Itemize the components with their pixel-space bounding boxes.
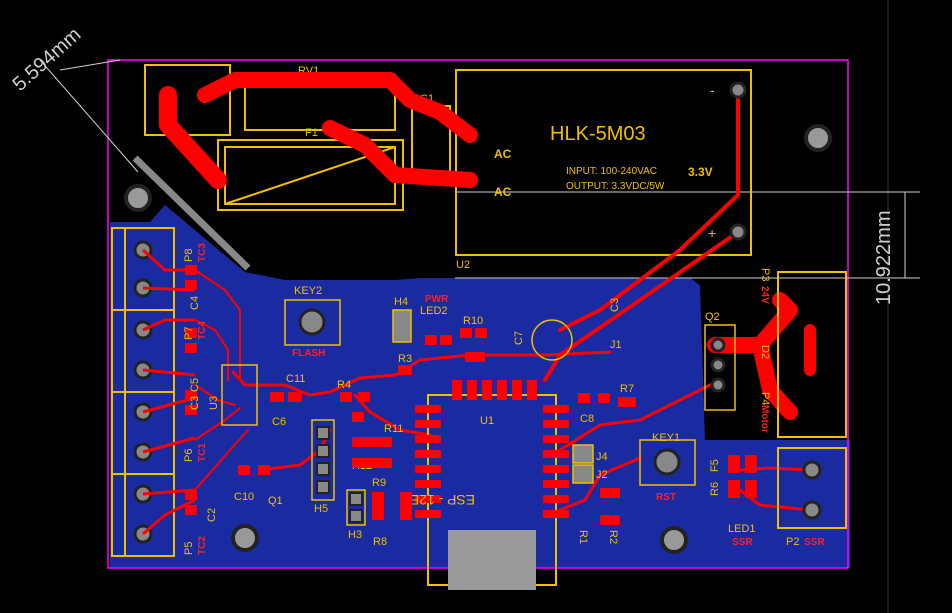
ref-f1: F1 (305, 127, 318, 139)
ref-p3: P3 (759, 268, 771, 281)
ref-c6: C6 (272, 416, 286, 428)
ref-tc1: TC1 (197, 443, 208, 462)
header-pins (316, 426, 363, 523)
ref-c7: C7 (513, 331, 525, 345)
module-name: HLK-5M03 (550, 123, 646, 145)
ref-h3: H3 (348, 529, 362, 541)
ref-key1: KEY1 (652, 432, 680, 444)
ref-r2: R2 (607, 530, 619, 544)
module-output: OUTPUT: 3.3VDC/5W (566, 181, 665, 192)
h3-outline (346, 489, 366, 526)
ref-p4: P4 (759, 392, 771, 405)
ref-ssr: SSR (732, 537, 753, 548)
ref-r10: R10 (463, 315, 483, 327)
ref-tc4: TC4 (197, 321, 208, 340)
ref-c11: C11 (286, 373, 305, 385)
j4-outline (572, 444, 594, 464)
smd-pads-left (185, 265, 197, 515)
ref-c2: C2 (206, 508, 218, 522)
ref-tc3: TC3 (197, 243, 208, 262)
esp-label: ESP - 12E (410, 492, 475, 508)
ref-p2-tag: SSR (804, 537, 825, 548)
ref-j1: J1 (610, 339, 622, 351)
key2-button[interactable] (298, 308, 326, 336)
ref-c8: C8 (580, 413, 594, 425)
ref-r9: R9 (372, 477, 386, 489)
ref-c3-top: C3 (609, 298, 621, 312)
top-copper-traces (159, 72, 816, 512)
q2-outline (704, 324, 736, 411)
mounting-holes (124, 124, 832, 554)
ref-r8: R8 (373, 536, 387, 548)
ref-p8: P8 (183, 249, 195, 262)
ref-c5: C5 (189, 378, 201, 392)
ref-c3: C3 (189, 396, 201, 410)
ref-p3-tag: 24V (759, 286, 770, 304)
ref-led1: LED1 (728, 523, 756, 535)
ref-h5: H5 (314, 503, 328, 515)
module-plus: + (708, 225, 716, 241)
ref-p4-tag: Motor (759, 405, 770, 433)
key1-button[interactable] (653, 448, 681, 476)
esp-antenna-keepout (448, 530, 536, 590)
esp-ref: U1 (480, 415, 494, 427)
module-ac1: AC (494, 147, 512, 161)
ref-p7: P7 (183, 327, 195, 340)
ref-r3: R3 (398, 353, 412, 365)
copper-cutout (110, 60, 150, 222)
dimension-ext (59, 59, 121, 71)
ref-p6: P6 (183, 449, 195, 462)
h5-outline (311, 419, 335, 501)
terminal-pads-right (710, 81, 822, 520)
smd-pads-right (578, 393, 757, 525)
ref-pwr: PWR (425, 294, 449, 305)
c7-outline (531, 319, 573, 361)
ref-c10: C10 (234, 491, 254, 503)
ref-r4: R4 (337, 379, 351, 391)
module-input: INPUT: 100-240VAC (566, 166, 657, 177)
ref-f5: F5 (709, 459, 721, 472)
ref-p2: P2 (786, 536, 799, 548)
key1-outline (639, 439, 696, 486)
module-voltage: 3.3V (688, 165, 713, 179)
ref-u3: U3 (208, 396, 220, 410)
ref-rst: RST (656, 492, 676, 503)
dimension-vertical-label: 10.922mm (873, 211, 895, 306)
ref-r7: R7 (620, 383, 634, 395)
ref-led2: LED2 (420, 305, 448, 317)
ref-r11: R11 (384, 423, 403, 435)
ref-r1: R1 (577, 530, 589, 544)
esp-pads (415, 380, 569, 518)
ref-key2: KEY2 (294, 285, 322, 297)
ref-flash: FLASH (292, 348, 325, 359)
smd-pads-left-mid (238, 392, 412, 520)
u3-outline (221, 364, 258, 426)
ref-r6: R6 (709, 482, 721, 496)
p2-terminal (777, 447, 847, 529)
ref-d2: D2 (759, 345, 771, 359)
keepout-bar (132, 155, 251, 271)
ref-h4: H4 (394, 296, 408, 308)
dimension-line-diag (39, 59, 139, 173)
ref-c4: C4 (189, 296, 201, 310)
module-minus: - (710, 82, 715, 98)
silk-terminals-left (111, 227, 175, 557)
h4-outline (392, 309, 412, 343)
ref-tc2: TC2 (197, 536, 208, 555)
module-ac2: AC (494, 185, 512, 199)
p3p4-terminal (777, 271, 847, 438)
ref-q2: Q2 (705, 311, 720, 323)
ref-p5: P5 (183, 542, 195, 555)
key2-outline (284, 299, 341, 346)
bottom-copper-pour (110, 205, 850, 568)
ref-j4: J4 (596, 451, 608, 463)
ref-j2: J2 (596, 469, 608, 481)
module-ref: U2 (456, 259, 470, 271)
smd-pads-mid (398, 328, 487, 375)
j2-outline (572, 464, 594, 484)
ref-q1: Q1 (268, 495, 283, 507)
